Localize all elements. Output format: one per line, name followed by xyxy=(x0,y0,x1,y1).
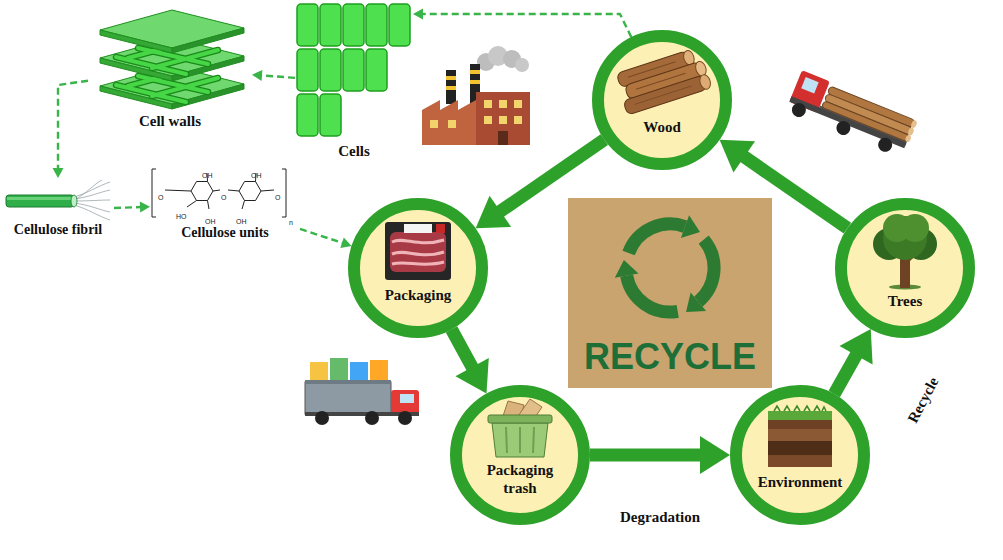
arrowhead xyxy=(340,238,351,248)
connector-line xyxy=(421,14,631,37)
node-label: Packaging trash xyxy=(475,461,565,497)
circle-outline xyxy=(835,198,975,338)
cycle-arrow xyxy=(452,329,489,393)
cycle-arrow xyxy=(834,329,872,394)
chemical-label: n xyxy=(289,219,293,227)
cell-wall-node: Cell walls xyxy=(88,6,252,132)
cycle-circle: Environment xyxy=(730,385,870,525)
node-label: Wood xyxy=(614,118,710,136)
arrowhead xyxy=(839,329,872,364)
node-illustration xyxy=(488,399,552,457)
chemical-label: O xyxy=(221,194,226,202)
cycle-ring xyxy=(354,204,482,332)
connector-line xyxy=(300,229,344,244)
node-label: Cell walls xyxy=(139,112,201,130)
log-truck-icon xyxy=(785,70,919,159)
node-illustration xyxy=(609,215,736,330)
connector-line xyxy=(452,329,475,372)
chemical-label: OH xyxy=(205,218,216,226)
edge-label: Degradation xyxy=(618,508,702,526)
connector-line xyxy=(834,350,859,394)
circle-outline xyxy=(730,385,870,525)
cells-node: Cells xyxy=(295,2,413,162)
garbage-truck-icon xyxy=(305,358,419,425)
node-illustration xyxy=(614,47,712,115)
chemical-label: OH xyxy=(236,218,247,226)
circle-outline xyxy=(450,385,590,525)
chemical-label: O xyxy=(275,194,280,202)
fibril-node: Cellulose fibril xyxy=(2,178,114,242)
arrowhead xyxy=(700,436,730,474)
arrowhead xyxy=(413,9,423,20)
arrowhead xyxy=(476,196,511,229)
node-label: Cellulose fibril xyxy=(14,222,102,239)
node-label: Cells xyxy=(338,142,370,160)
cycle-circle: Trees xyxy=(835,198,975,338)
node-illustration xyxy=(100,10,244,109)
arrowhead xyxy=(140,202,150,213)
connector-line xyxy=(260,75,295,77)
connector-line xyxy=(114,207,142,208)
kraft-panel xyxy=(568,198,772,388)
node-illustration xyxy=(873,214,937,290)
dashed-arrow xyxy=(114,202,150,213)
cycle-circle: Wood xyxy=(592,30,732,170)
dashed-arrow xyxy=(300,229,352,248)
dashed-arrow xyxy=(413,9,631,38)
cycle-circle: Packaging trash xyxy=(450,385,590,525)
arrowhead xyxy=(455,358,488,393)
node-label: Cellulose units xyxy=(181,225,269,242)
node-label: Environment xyxy=(750,473,850,491)
dashed-arrow xyxy=(53,81,89,178)
recycle-panel: RECYCLE xyxy=(568,198,772,388)
node-illustration xyxy=(6,180,110,220)
chemical-label: HO xyxy=(176,213,187,221)
node-illustration xyxy=(297,4,410,136)
cycle-ring xyxy=(598,36,726,164)
cycle-ring xyxy=(736,391,864,519)
circle-outline xyxy=(592,30,732,170)
connector-line xyxy=(590,449,706,462)
factory-icon xyxy=(422,46,530,145)
cycle-ring xyxy=(841,204,969,332)
arrowhead xyxy=(53,168,64,178)
arrowhead xyxy=(252,70,262,81)
cycle-ring xyxy=(456,391,584,519)
circle-outline xyxy=(348,198,488,338)
cellulose-units-node: Cellulose units xyxy=(150,163,300,245)
node-label: Packaging xyxy=(370,286,466,304)
node-label: Trees xyxy=(857,292,953,310)
connector-line xyxy=(58,81,88,170)
dashed-arrow xyxy=(252,70,295,81)
node-graphic xyxy=(295,2,413,162)
edge-label: Recycle xyxy=(902,372,943,427)
node-illustration xyxy=(768,406,832,467)
node-illustration xyxy=(152,169,286,217)
arrowhead xyxy=(720,140,755,173)
cycle-circle: Packaging xyxy=(348,198,488,338)
chemical-label: O xyxy=(158,194,163,202)
node-illustration xyxy=(385,222,451,280)
panel-title: RECYCLE xyxy=(584,336,756,377)
cycle-arrow xyxy=(590,436,730,474)
